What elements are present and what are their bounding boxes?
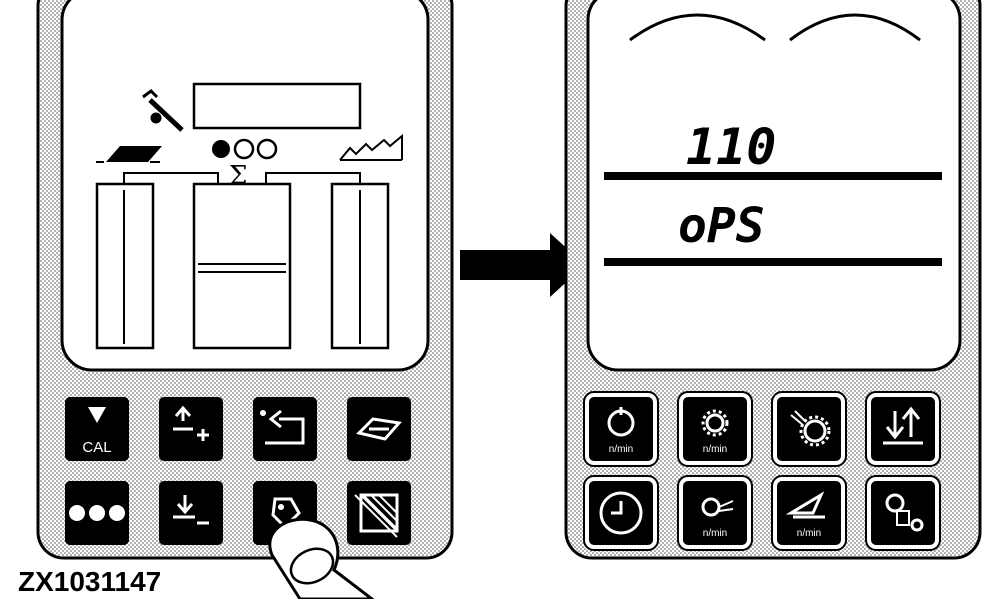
gear-rotation-icon <box>701 409 729 437</box>
arc-left-icon <box>629 13 766 42</box>
bar-connector-lines <box>123 172 361 184</box>
up-down-arrows-icon <box>883 406 923 445</box>
bar-graph-left <box>95 182 155 350</box>
blower-key-label: n/min <box>703 528 727 539</box>
lower-minus-key[interactable] <box>159 481 223 545</box>
left-control-unit: Σ CAL <box>36 0 454 560</box>
sawtooth-icon <box>339 133 403 161</box>
arc-right-icon <box>789 13 921 42</box>
raise-plus-key[interactable] <box>159 397 223 461</box>
field-area-icon <box>356 417 402 441</box>
three-dots-icon <box>69 505 125 521</box>
transition-arrow <box>460 233 585 297</box>
config-key[interactable] <box>865 475 941 551</box>
bar-graph-right <box>330 182 390 350</box>
display-line-2: oPS <box>678 198 765 254</box>
blower-key[interactable]: n/min <box>677 475 753 551</box>
dots-key[interactable] <box>65 481 129 545</box>
hatch-icon <box>354 493 399 538</box>
pressing-finger <box>268 517 375 599</box>
field-hatch-icon <box>96 146 162 163</box>
gear-speed-key[interactable]: n/min <box>677 391 753 467</box>
gear-spray-icon <box>790 410 831 447</box>
right-display <box>586 0 962 372</box>
figure-reference: ZX1031147 <box>18 566 161 597</box>
right-keypad: n/min n/min n/min n/min <box>583 391 941 551</box>
return-arrow-icon <box>260 409 305 445</box>
display-separator-1 <box>604 172 942 180</box>
triangle-down-icon <box>88 407 106 423</box>
cal-key[interactable]: CAL <box>65 397 129 461</box>
arrow-down-minus-icon <box>173 495 209 525</box>
speed-key-label: n/min <box>609 444 633 455</box>
gear-spray-key[interactable] <box>771 391 847 467</box>
bar-graph-center <box>192 182 292 350</box>
display-field-box <box>192 82 362 130</box>
chopper-key[interactable]: n/min <box>771 475 847 551</box>
clock-icon <box>599 491 643 535</box>
up-down-key[interactable] <box>865 391 941 467</box>
right-control-unit: 110 oPS n/min n/min n/min n/min <box>564 0 982 560</box>
shapes-gear-icon <box>885 493 924 532</box>
wrench-icon <box>142 89 184 132</box>
display-separator-2 <box>604 258 942 266</box>
hatch-key[interactable] <box>347 481 411 545</box>
three-circles-icon <box>212 138 278 160</box>
return-key[interactable] <box>253 397 317 461</box>
left-keypad: CAL <box>65 397 411 545</box>
arrow-up-plus-icon <box>173 405 209 441</box>
gear-speed-key-label: n/min <box>703 444 727 455</box>
cal-key-label: CAL <box>82 439 111 456</box>
rotation-icon <box>607 407 635 437</box>
display-line-1: 110 <box>686 118 776 176</box>
speed-key[interactable]: n/min <box>583 391 659 467</box>
blower-icon <box>701 497 734 517</box>
chopper-icon <box>785 491 825 519</box>
chopper-key-label: n/min <box>797 528 821 539</box>
area-key[interactable] <box>347 397 411 461</box>
clock-key[interactable] <box>583 475 659 551</box>
